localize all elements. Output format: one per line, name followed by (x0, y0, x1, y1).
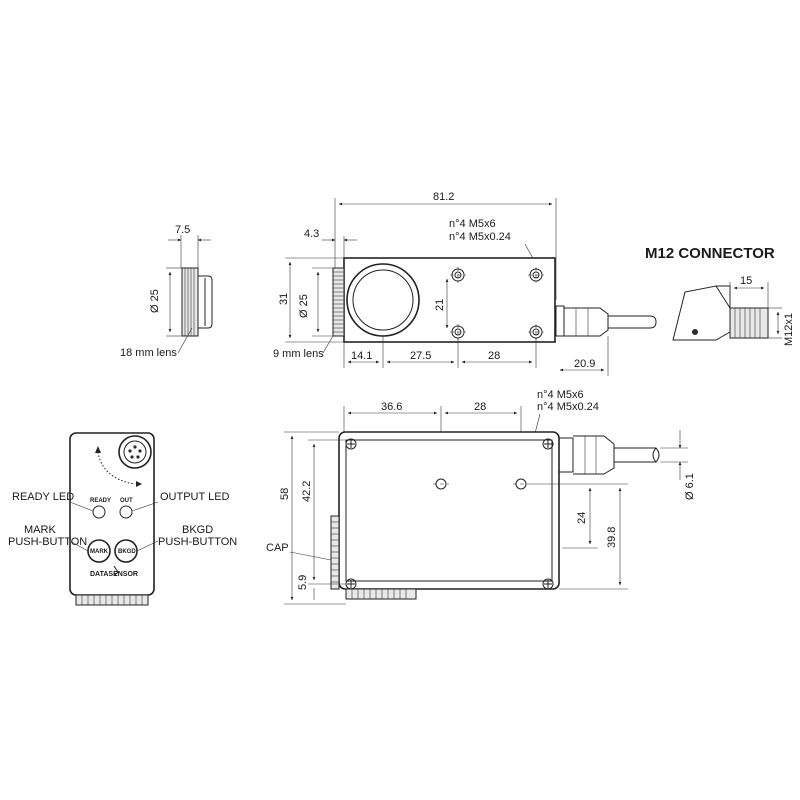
dim-31: 31 (278, 293, 290, 305)
panel-brand: DATASENSOR (90, 571, 138, 578)
label-9mm-lens: 9 mm lens (273, 348, 324, 360)
front-view: 36.6 28 n°4 M5x6 n°4 M5x0.24 (266, 389, 696, 605)
dim-39-8: 39.8 (606, 527, 618, 548)
dim-81-2: 81.2 (433, 191, 454, 203)
dim-36-6: 36.6 (381, 401, 402, 413)
front-holes-note-1: n°4 M5x6 (537, 389, 584, 401)
dim-58: 58 (279, 488, 291, 500)
panel-mark: MARK (90, 549, 109, 555)
dim-42-2: 42.2 (301, 481, 313, 502)
top-holes-note-2: n°4 M5x0.24 (449, 231, 511, 243)
label-cap: CAP (266, 542, 289, 554)
dim-28-front: 28 (474, 401, 486, 413)
rear-panel-view: READY OUT MARK BKGD DATASENSOR READY LED… (8, 432, 237, 606)
label-output-led: OUTPUT LED (160, 491, 230, 503)
dim-24: 24 (576, 512, 588, 524)
dim-m12x1: M12x1 (783, 313, 795, 346)
label-mark-1: MARK (24, 524, 56, 536)
panel-ready: READY (90, 498, 111, 504)
output-led (119, 505, 133, 519)
dim-21: 21 (434, 299, 446, 311)
top-view: 81.2 4.3 n°4 M5x6 n°4 M5x0.24 (273, 191, 657, 376)
dim-14-1: 14.1 (351, 350, 372, 362)
dim-5-9: 5.9 (297, 575, 309, 590)
panel-out: OUT (120, 498, 133, 504)
m12-connector-detail: M12 CONNECTOR 15 M12x1 (645, 245, 795, 346)
dim-4-3: 4.3 (304, 228, 319, 240)
front-connector (558, 435, 660, 475)
label-mark-2: PUSH-BUTTON (8, 536, 87, 548)
dim-7-5: 7.5 (175, 224, 190, 236)
top-connector (555, 305, 657, 337)
label-bkgd-2: PUSH-BUTTON (158, 536, 237, 548)
label-ready-led: READY LED (12, 491, 74, 503)
dim-dia-25-lens18: Ø 25 (149, 289, 161, 313)
label-18mm-lens: 18 mm lens (120, 347, 177, 359)
dim-15: 15 (740, 275, 752, 287)
panel-bkgd: BKGD (118, 549, 136, 555)
dim-20-9: 20.9 (574, 358, 595, 370)
dim-dia-25-lens9: Ø 25 (298, 294, 310, 318)
front-holes-note-2: n°4 M5x0.24 (537, 401, 599, 413)
label-bkgd-1: BKGD (182, 524, 213, 536)
dim-28-top: 28 (488, 350, 500, 362)
m12-connector-title: M12 CONNECTOR (645, 245, 775, 262)
dim-27-5: 27.5 (410, 350, 431, 362)
ready-led (92, 505, 106, 519)
lens-18mm-side-view: 7.5 Ø 25 18 mm lens (120, 224, 213, 359)
dim-dia-6-1: Ø 6.1 (684, 473, 696, 500)
top-holes-note-1: n°4 M5x6 (449, 218, 496, 230)
